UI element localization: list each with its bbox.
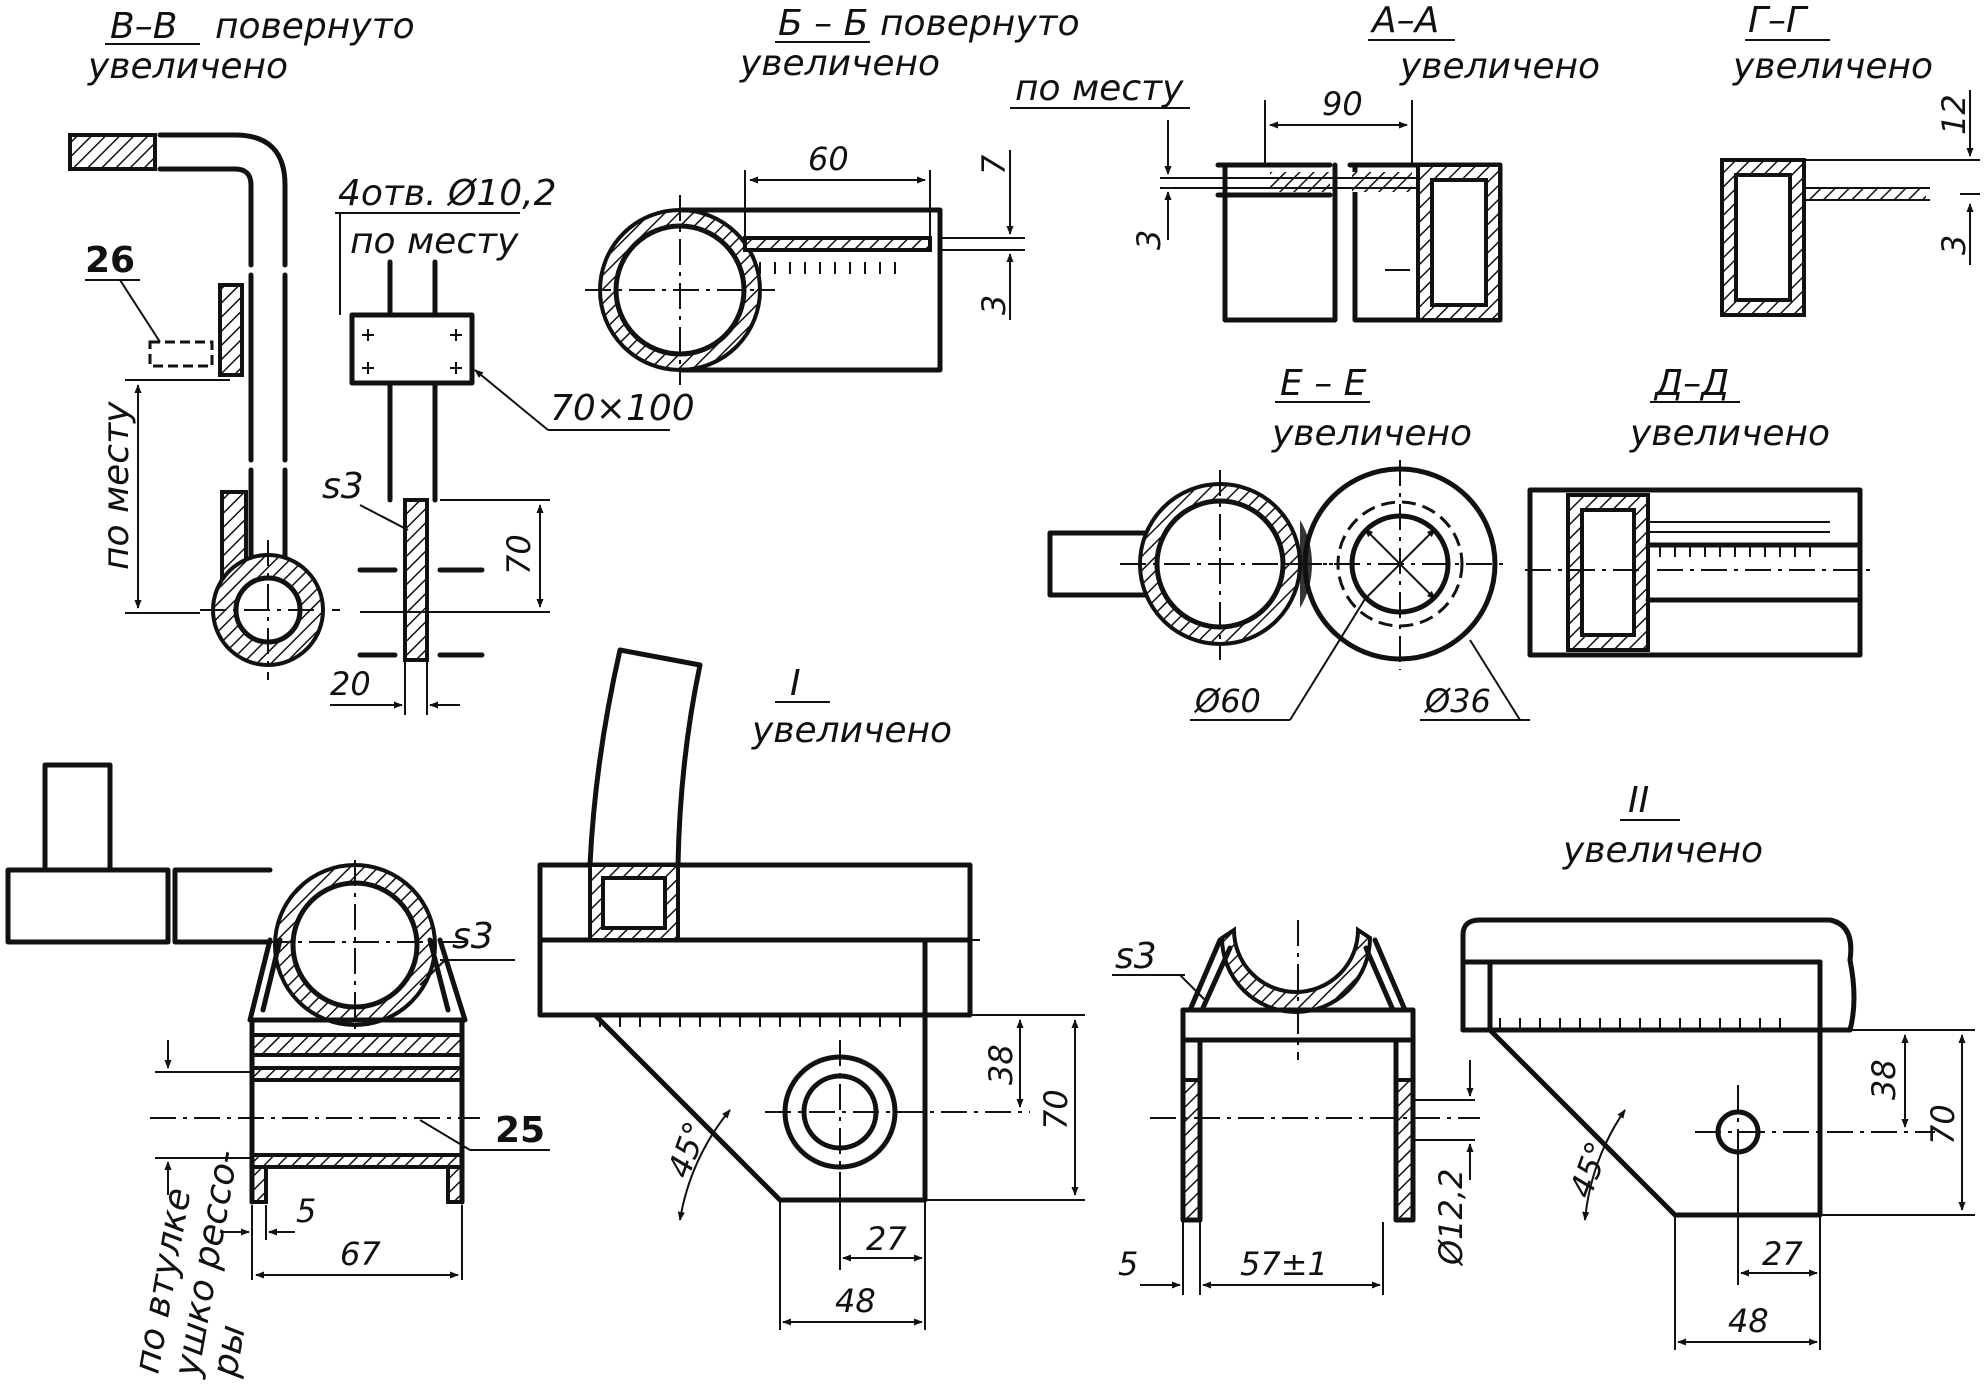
dim-70-plate: 70 [500,534,538,575]
bushing-label-3: ры [204,1322,253,1381]
bushing-band-mid [250,1066,464,1082]
dim-7-b: 7 [975,154,1013,175]
view-ee-title: Е – Е [1280,363,1367,404]
dim-dia12-2: Ø12,2 [1432,1169,1470,1267]
strip-weld [743,236,932,252]
holes-label: 4отв. Ø10,2 [338,173,557,214]
dim-12: 12 [1935,94,1973,135]
dim-5-bushing: 5 [296,1192,316,1230]
view-b: Б – Б повернуто увеличено 60 7 3 [585,3,1080,385]
dim-dia36: Ø36 [1423,682,1491,720]
s3-label-bushing: s3 [452,916,494,957]
view-plate: 4отв. Ø10,2 по месту 70×100 70 s3 20 [322,173,695,715]
plate-weld-section [403,498,429,662]
view-b-note: повернуто [880,3,1080,44]
view-bb-title: В–В [110,6,177,47]
view-gg-title: Г–Г [1748,0,1809,41]
view-i: I увеличено 38 70 45° 27 48 [537,647,1085,1330]
view-dd-title: Д–Д [1653,363,1729,404]
view-gg: Г–Г увеличено 12 3 [1720,0,1980,317]
bushing-band-bottom [250,1153,464,1169]
dim-90: 90 [1322,85,1363,123]
dim-38-ii: 38 [1865,1059,1903,1100]
holes-po-mestu: по месту [350,221,519,262]
dim-3-aa: 3 [1130,230,1168,250]
dim-20: 20 [330,665,371,703]
rod-hatched-end [68,133,157,171]
view-i-scale: увеличено [751,710,952,751]
dim-70-ii: 70 [1924,1104,1962,1145]
dim-67: 67 [340,1235,381,1273]
plate-70x100 [349,312,475,386]
dim-70-i: 70 [1037,1089,1075,1130]
view-b-scale: увеличено [739,43,940,84]
dim-38-i: 38 [982,1044,1020,1085]
rod-weld-upper [218,283,244,377]
view-ii: II увеличено 38 70 45° 27 48 [1460,780,1975,1350]
dim-27-i: 27 [866,1220,907,1258]
dim-48-i: 48 [835,1282,876,1320]
view-ii-scale: увеличено [1562,830,1763,871]
view-ee: Е – Е увеличено Ø60 Ø36 [1047,363,1530,721]
view-i-title: I [790,663,801,704]
view-aa-title: А–А [1370,0,1439,41]
view-bb: В–В повернуто увеличено 26 по месту [68,6,415,680]
dim-dia60: Ø60 [1193,682,1261,720]
view-gg-scale: увеличено [1732,46,1933,87]
dim-3-b: 3 [975,295,1013,315]
dim-3-gg: 3 [1935,235,1973,255]
bracket-wall-right [1394,1078,1415,1222]
view-ee-scale: увеличено [1271,413,1472,454]
view-aa-scale: увеличено [1399,46,1600,87]
view-bracket: s3 Ø12,2 5 57±1 [1112,920,1480,1295]
po-mestu-vertical: по месту [96,401,137,570]
dim-57: 57±1 [1240,1245,1328,1283]
bushing-band-top [250,1033,464,1057]
bracket-wall-left [1181,1078,1202,1222]
dim-48-ii: 48 [1728,1302,1769,1340]
dim-5-bracket: 5 [1118,1245,1138,1283]
part-25-label: 25 [495,1110,545,1151]
s3-label-bracket: s3 [1115,936,1157,977]
view-dd-scale: увеличено [1629,413,1830,454]
dim-60-b: 60 [808,140,849,178]
view-aa: А–А увеличено по месту 90 3 [1010,0,1600,323]
aa-po-mestu: по месту [1015,68,1184,109]
view-b-title: Б – Б [778,3,868,44]
s3-label-plate: s3 [322,466,364,507]
dim-27-ii: 27 [1762,1235,1803,1273]
view-bushing-assembly: s3 по втулке ушко рессо- ры 25 5 67 [5,762,550,1381]
view-bb-note: повернуто [215,6,415,47]
view-bb-scale: увеличено [87,46,288,87]
bracket-saddle [1219,926,1373,1014]
plate-size-label: 70×100 [550,388,695,429]
part-26-label: 26 [85,240,135,281]
view-ii-title: II [1628,780,1649,821]
view-dd: Д–Д увеличено [1525,363,1870,658]
